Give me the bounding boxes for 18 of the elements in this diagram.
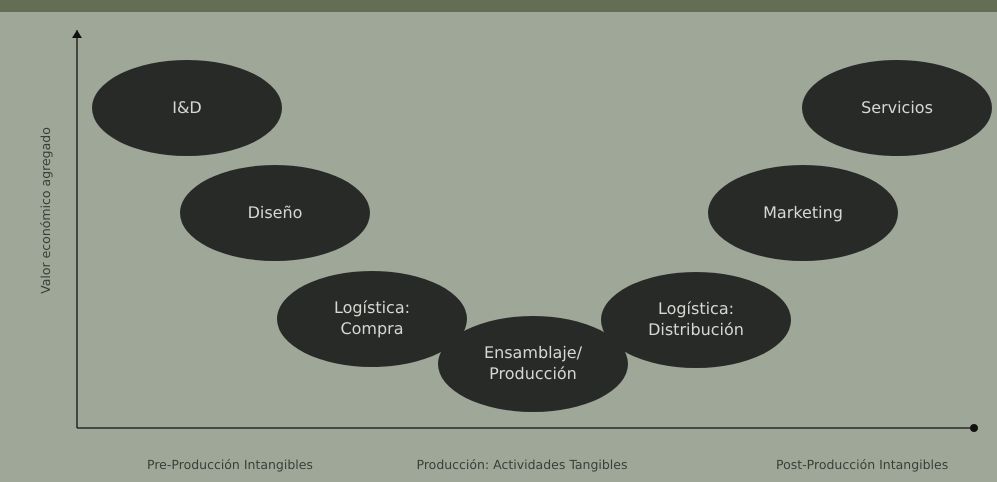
ellipse-node (180, 165, 370, 261)
category-label: Post-Producción Intangibles (776, 456, 948, 472)
node-label: Logística: Compra (332, 298, 412, 340)
category-label: Producción: Actividades Tangibles (416, 456, 628, 472)
category-label: Pre-Producción Intangibles (147, 456, 313, 472)
ellipse-node (601, 272, 791, 368)
node-label: Diseño (246, 202, 304, 224)
ellipse-node (708, 165, 898, 261)
node-label: Ensamblaje/ Producción (482, 343, 584, 385)
ellipse-node (438, 316, 628, 412)
node-label: Servicios (860, 98, 934, 118)
node-label: I&D (171, 98, 203, 118)
node-label: Marketing (762, 202, 844, 224)
node-label: Logística: Distribución (647, 299, 745, 341)
ellipse-node (277, 271, 467, 367)
axis-label: Valor económico agregado (37, 126, 52, 294)
ellipse-node (92, 60, 282, 156)
ellipse-node (802, 60, 992, 156)
